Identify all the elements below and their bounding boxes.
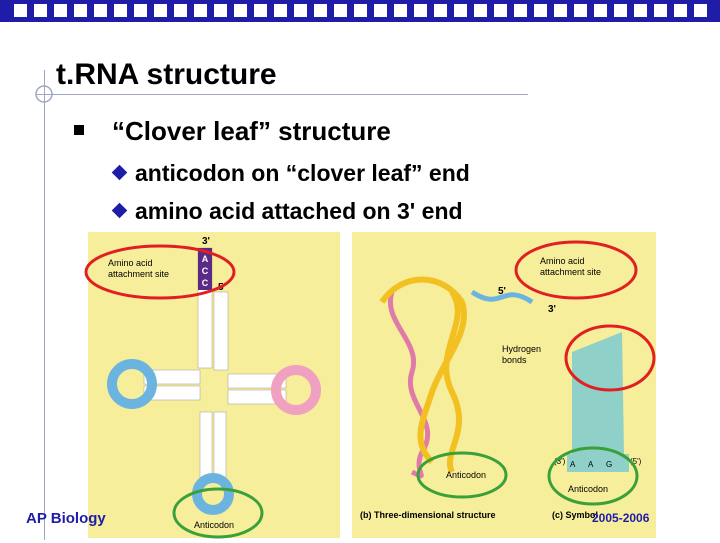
amino-label: attachment site [108,269,169,279]
anticodon-label: Anticodon [194,520,234,530]
bar-square [514,4,527,17]
bar-square [474,4,487,17]
bar-square [74,4,87,17]
bar-square [434,4,447,17]
amino-label: Amino acid [108,258,153,268]
base-label: C [202,278,209,288]
t-arm [227,373,287,389]
symbol-base [567,454,629,472]
symbol-base-label: A [588,460,594,469]
top-bar [0,0,720,22]
bar-square [254,4,267,17]
bar-square [414,4,427,17]
bar-square [314,4,327,17]
symbol-body [572,332,624,454]
red-highlight-circle [564,324,656,392]
bar-square [14,4,27,17]
bar-square [354,4,367,17]
bar-square [574,4,587,17]
bar-square [34,4,47,17]
bar-square [554,4,567,17]
bar-square [234,4,247,17]
base-label: C [202,266,209,276]
five-prime-label: 5' [498,286,506,297]
helix-strand [379,276,467,465]
bar-square [274,4,287,17]
caption-c: (c) Symbol [552,510,598,520]
sub-bullet-text: anticodon on “clover leaf” end [135,160,470,186]
red-highlight-circle [514,240,638,300]
bar-square [454,4,467,17]
square-bullet-icon [74,125,84,136]
bar-square [594,4,607,17]
hydrogen-label: Hydrogen [502,344,541,354]
symbol-end-label: (5') [630,457,642,466]
sub-bullet: anticodon on “clover leaf” end [110,160,470,187]
tertiary-figure: 5' 3' Hydrogen bonds Anticodon Amino aci… [352,232,656,538]
symbol-end-label: (3') [554,457,566,466]
bar-square [674,4,687,17]
bar-square [194,4,207,17]
anticodon-loop [192,473,234,515]
decor-vertical-line [44,70,45,540]
decor-horizontal-line [36,94,528,95]
bar-square [374,4,387,17]
d-arm [143,385,201,401]
symbol-anticodon-label: Anticodon [568,484,608,494]
green-highlight-circle [172,487,264,539]
bar-square [134,4,147,17]
d-arm [143,369,201,385]
bullet-level1: “Clover leaf” structure [74,116,391,147]
bar-square [54,4,67,17]
d-loop [107,359,157,409]
slide-title: t.RNA structure [56,58,277,91]
bar-square [614,4,627,17]
helix-strand [470,289,534,305]
bar-square [214,4,227,17]
bar-square [154,4,167,17]
t-loop [271,365,321,415]
bar-square [634,4,647,17]
footer-left: AP Biology [26,510,106,527]
symbol-base-label: G [606,460,612,469]
bar-square [174,4,187,17]
hydrogen-label: bonds [502,355,527,365]
caption-b: (b) Three-dimensional structure [360,510,496,520]
amino-label: Amino acid [540,256,585,266]
three-prime-label: 3' [548,304,556,315]
acc-end-highlight [198,248,212,290]
sub-bullet: amino acid attached on 3' end [110,198,463,225]
acceptor-stem-strand [213,291,229,371]
three-prime-label: 3' [202,236,210,247]
bar-square [114,4,127,17]
amino-label: attachment site [540,267,601,277]
bar-square [294,4,307,17]
sub-bullet-text: amino acid attached on 3' end [135,198,463,224]
green-highlight-circle [416,451,508,499]
base-label: A [202,254,209,264]
bar-square [494,4,507,17]
bar-square [394,4,407,17]
bar-square [694,4,707,17]
bar-square [654,4,667,17]
green-highlight-circle [547,446,639,506]
cloverleaf-figure: A C C 3' 5' Amino acid attachment site A… [88,232,340,538]
bar-square [94,4,107,17]
footer-right: 2005-2006 [592,511,650,525]
anticodon-label: Anticodon [446,470,486,480]
symbol-base-label: A [570,460,576,469]
red-highlight-circle [84,244,236,300]
bullet-text: “Clover leaf” structure [112,116,391,146]
crosshair-icon [35,85,53,103]
bar-square [534,4,547,17]
bar-square [334,4,347,17]
